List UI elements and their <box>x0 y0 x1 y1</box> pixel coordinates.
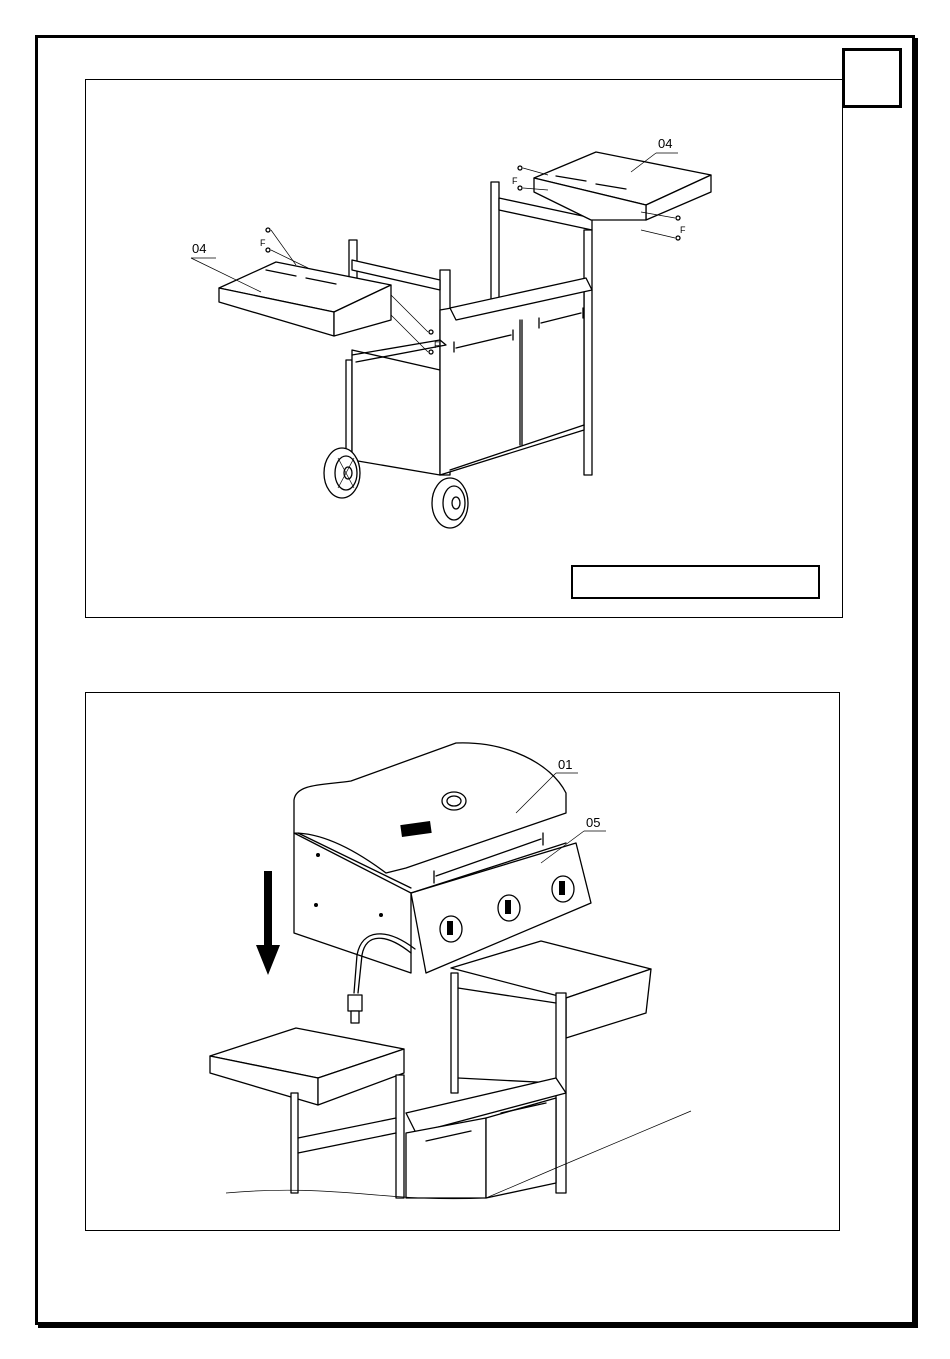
cart-frame <box>346 182 592 475</box>
assembly-diagram-grill-head: 01 05 <box>85 692 840 1231</box>
wheel-left <box>324 448 360 498</box>
step-number-box <box>842 48 902 108</box>
cart-with-shelves-drawing: 04 04 F F F F <box>86 80 844 619</box>
grill-head-mounting-drawing: 01 05 <box>86 693 841 1232</box>
label-screw-right-b: F <box>680 225 686 235</box>
label-lid-handle: 05 <box>586 815 600 830</box>
label-left-shelf: 04 <box>192 241 206 256</box>
label-screw-left-b: F <box>434 340 440 350</box>
label-grill-head: 01 <box>558 757 572 772</box>
right-side-shelf <box>534 152 711 220</box>
wheel-right <box>432 478 468 528</box>
label-right-shelf: 04 <box>658 136 672 151</box>
caption-box <box>571 565 820 599</box>
label-screw-right-a: F <box>512 176 518 186</box>
cart-body <box>210 941 691 1199</box>
down-arrow-icon <box>256 871 280 975</box>
assembly-diagram-side-shelves: 04 04 F F F F <box>85 79 843 618</box>
label-screw-left-a: F <box>260 238 266 248</box>
